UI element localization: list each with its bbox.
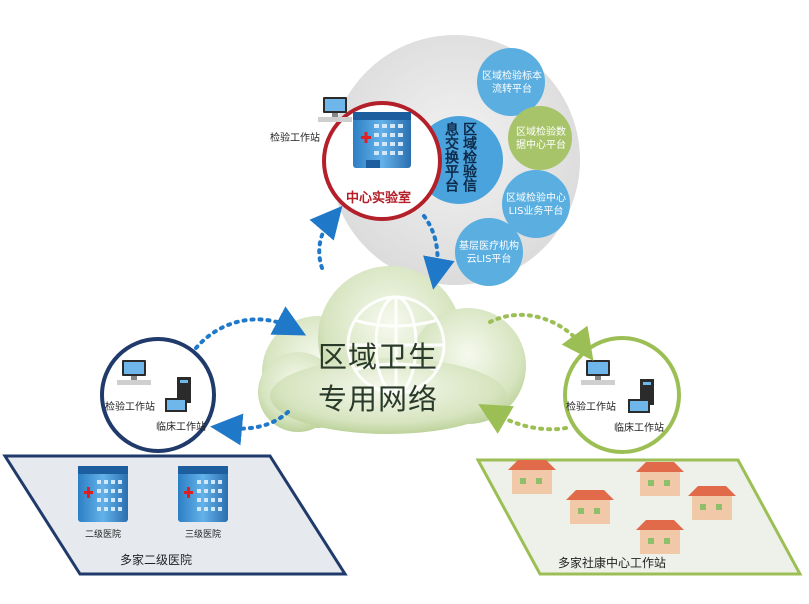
center-lab-building-icon: [353, 112, 411, 168]
arrow-cloud-to-center-lab: [309, 205, 343, 270]
right-clinic-workstation-label: 临床工作站: [614, 423, 664, 434]
exchange-platform-title: 区域检验信息交换平台: [443, 122, 477, 192]
right-lab-workstation-label: 检验工作站: [566, 402, 616, 413]
center-lab-label: 中心实验室: [346, 191, 412, 206]
platform-bubble-data-center: [508, 106, 572, 170]
center-lab-workstation-label: 检验工作站: [270, 133, 320, 144]
network-cloud: [258, 266, 526, 434]
bubble-label-cloud-lis: 基层医疗机构云LIS平台: [459, 241, 519, 265]
tertiary-hospital-icon: [178, 466, 228, 522]
secondary-hospital-label: 二级医院: [85, 530, 122, 540]
network-label-line1: 区域卫生: [318, 340, 439, 374]
globe-icon: [346, 295, 446, 395]
community-center-buildings: [508, 460, 736, 554]
arrow-right-node-to-cloud: [478, 403, 568, 434]
bubble-label-lis-business: 区域检验中心LIS业务平台: [506, 193, 566, 217]
right-node-circle: [563, 336, 681, 454]
right-clinic-workstation-icon: [628, 379, 654, 413]
left-clinic-workstation-icon: [165, 377, 191, 412]
network-label-line2: 专用网络: [318, 382, 439, 416]
right-group-label: 多家社康中心工作站: [558, 556, 667, 570]
secondary-hospital-icon: [78, 466, 128, 522]
left-lab-workstation-icon: [117, 360, 151, 385]
right-lab-workstation-icon: [581, 360, 615, 385]
left-group-label: 多家二级医院: [120, 553, 193, 567]
left-lab-workstation-label: 检验工作站: [105, 402, 155, 413]
arrow-cloud-to-right-node: [488, 312, 594, 361]
center-lab-workstation-icon: [318, 97, 352, 122]
arrow-left-node-to-cloud: [194, 306, 307, 350]
bubble-label-sample-transfer: 区域检验标本流转平台: [482, 71, 542, 95]
platform-bubble-sample-transfer: [477, 48, 545, 116]
arrow-center-lab-to-cloud: [422, 214, 455, 290]
platform-bubble-cloud-lis: [455, 218, 523, 286]
left-node-circle: [100, 337, 216, 453]
platform-bubble-lis-business: [502, 170, 570, 238]
left-clinic-workstation-label: 临床工作站: [156, 422, 206, 433]
arrow-cloud-to-left-node: [210, 410, 290, 446]
bubble-label-data-center: 区域检验数据中心平台: [516, 127, 566, 151]
tertiary-hospital-label: 三级医院: [185, 530, 222, 540]
